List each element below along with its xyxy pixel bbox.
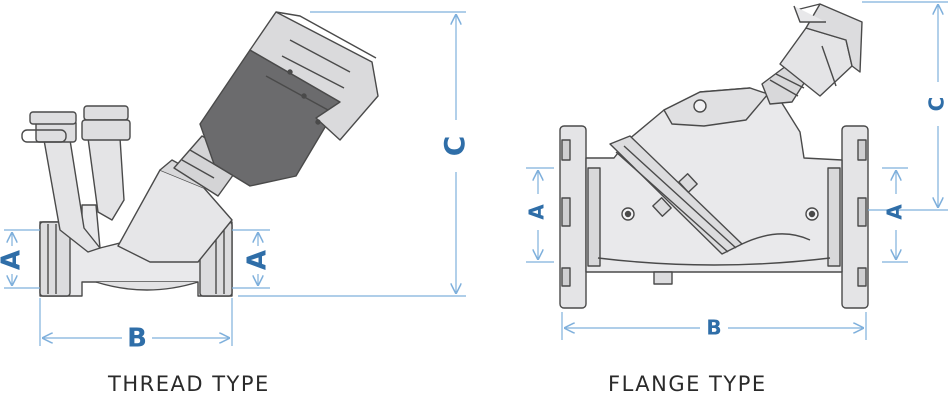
flange-dim-a-right-label: A	[883, 204, 907, 220]
flange-dimension-lines	[526, 1, 948, 340]
flange-dim-a-left-label: A	[525, 204, 549, 220]
thread-dim-a-right-label: A	[243, 250, 273, 270]
thread-dimension-lines	[4, 11, 466, 346]
thread-dim-b-label: B	[127, 324, 147, 354]
flange-dim-c-label: C	[925, 97, 948, 112]
thread-dim-c-label: C	[438, 136, 471, 157]
thread-dim-a-left-label: A	[0, 250, 27, 270]
flange-type-caption: FLANGE TYPE	[608, 372, 767, 396]
thread-type-caption: THREAD TYPE	[108, 372, 270, 396]
flange-dim-b-label: B	[706, 316, 721, 340]
thread-valve-drawing	[21, 11, 379, 297]
flange-valve-drawing	[559, 3, 869, 309]
